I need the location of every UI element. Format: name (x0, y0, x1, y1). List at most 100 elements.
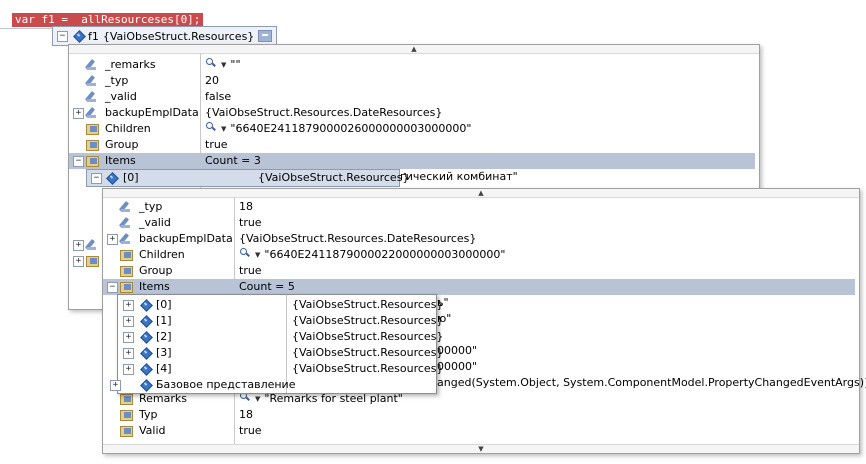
property-value-cell: true (239, 215, 262, 231)
magnifier-icon[interactable] (205, 57, 219, 69)
items-popup-row[interactable]: +[0]{VaiObseStruct.Resources} (118, 297, 443, 313)
expand-icon[interactable]: + (123, 332, 134, 343)
expand-icon[interactable]: + (73, 256, 84, 267)
expand-icon[interactable]: + (110, 380, 121, 391)
class-property-icon (86, 123, 100, 135)
property-value-cell: 20 (205, 73, 219, 89)
row--remarks[interactable]: _remarks ▼"" (69, 57, 755, 73)
wrench-property-icon (86, 75, 100, 87)
dropdown-arrow-icon[interactable]: ▼ (221, 61, 227, 69)
wrench-property-icon (86, 107, 100, 119)
field-icon (139, 347, 153, 359)
item-name: [3] (156, 346, 172, 359)
field-icon (139, 315, 153, 327)
scroll-down-arrow-icon[interactable]: ▼ (103, 444, 859, 453)
field-icon (139, 379, 153, 391)
property-value: true (205, 138, 228, 151)
expand-icon[interactable]: + (123, 348, 134, 359)
item-value: {VaiObseStruct.Resources} (292, 346, 444, 359)
items-popup[interactable]: +[0]{VaiObseStruct.Resources}+[1]{VaiObs… (110, 294, 443, 394)
items-popup-row[interactable]: +[2]{VaiObseStruct.Resources} (118, 329, 443, 345)
wrench-property-icon (86, 239, 100, 251)
expand-icon[interactable]: + (123, 316, 134, 327)
property-name: Remarks (139, 392, 187, 405)
property-name: Group (105, 138, 139, 151)
expand-icon[interactable]: + (123, 300, 134, 311)
property-value-cell: 18 (239, 199, 253, 215)
scroll-up-arrow-icon[interactable]: ▲ (103, 189, 859, 198)
wrench-property-icon (86, 59, 100, 71)
item-name: [2] (156, 330, 172, 343)
property-value: true (239, 216, 262, 229)
row-children[interactable]: Children▼"6640E2411879000026000000003000… (69, 121, 755, 137)
editor-line (0, 28, 52, 29)
property-name: backupEmplData (105, 106, 199, 119)
field-icon (72, 30, 84, 42)
property-value: 20 (205, 74, 219, 87)
row-group[interactable]: Group true (69, 137, 755, 153)
field-icon (139, 299, 153, 311)
item-name: [4] (156, 362, 172, 375)
expand-icon[interactable]: + (123, 364, 134, 375)
collapse-icon[interactable]: − (73, 156, 84, 167)
expand-icon[interactable]: + (107, 234, 118, 245)
property-value: false (205, 90, 232, 103)
dropdown-arrow-icon[interactable]: ▼ (221, 125, 227, 133)
class-property-icon (120, 265, 134, 277)
pin-icon[interactable] (258, 30, 273, 42)
wrench-property-icon (120, 217, 134, 229)
dropdown-arrow-icon[interactable]: ▼ (255, 395, 261, 403)
hidden-row: + (69, 237, 99, 253)
column-separator (286, 295, 287, 393)
partial-value-text: гический комбинат" (400, 170, 518, 183)
base-view-row[interactable]: +Базовое представление (110, 377, 430, 393)
datatip-value: {VaiObseStruct.Resources} (102, 29, 255, 43)
property-value: "6640E2411879000022000000003000000" (264, 248, 506, 261)
field-icon (139, 331, 153, 343)
property-value-cell: ▼"" (205, 57, 241, 73)
property-value: Count = 3 (205, 154, 261, 167)
magnifier-icon[interactable] (205, 121, 219, 133)
magnifier-icon[interactable] (239, 247, 253, 259)
items-popup-row[interactable]: + [3] {VaiObseStruct.Resources} (118, 345, 443, 361)
field-icon (139, 363, 153, 375)
items-popup-row[interactable]: +[1]{VaiObseStruct.Resources} (118, 313, 443, 329)
row-remarks[interactable]: Remarks▼"Remarks for steel plant" (103, 391, 855, 407)
row-children[interactable]: Children▼"6640E2411879000022000000003000… (103, 247, 855, 263)
datatip-header[interactable]: − f1 {VaiObseStruct.Resources} (52, 26, 278, 46)
wrench-property-icon (120, 233, 134, 245)
collapse-icon[interactable]: − (57, 30, 68, 42)
class-property-icon (120, 425, 134, 437)
class-property-icon (86, 155, 100, 167)
row-backupempldata[interactable]: +backupEmplData{VaiObseStruct.Resources.… (103, 231, 855, 247)
collapse-icon[interactable]: − (107, 282, 118, 293)
items-popup-row[interactable]: +[4]{VaiObseStruct.Resources} (118, 361, 443, 377)
scroll-up-arrow-icon[interactable]: ▲ (69, 45, 759, 54)
property-value: Count = 5 (239, 280, 295, 293)
field-icon (105, 172, 119, 184)
expand-icon[interactable]: + (73, 108, 84, 119)
collapse-icon[interactable]: − (91, 173, 102, 184)
items-popup-first-row[interactable]: − [0] {VaiObseStruct.Resources} (86, 169, 409, 187)
wrench-property-icon (120, 201, 134, 213)
class-property-icon (120, 249, 134, 261)
expand-icon[interactable]: + (73, 240, 84, 251)
row-backupempldata[interactable]: +backupEmplData{VaiObseStruct.Resources.… (69, 105, 755, 121)
property-value-cell: ▼"6640E2411879000022000000003000000" (239, 247, 505, 263)
item-value: {VaiObseStruct.Resources} (258, 171, 410, 184)
item-value: {VaiObseStruct.Resources} (292, 298, 444, 311)
property-name: _remarks (105, 58, 156, 71)
property-name: Valid (139, 424, 166, 437)
dropdown-arrow-icon[interactable]: ▼ (255, 251, 261, 259)
datatip-name: f1 (88, 29, 99, 43)
